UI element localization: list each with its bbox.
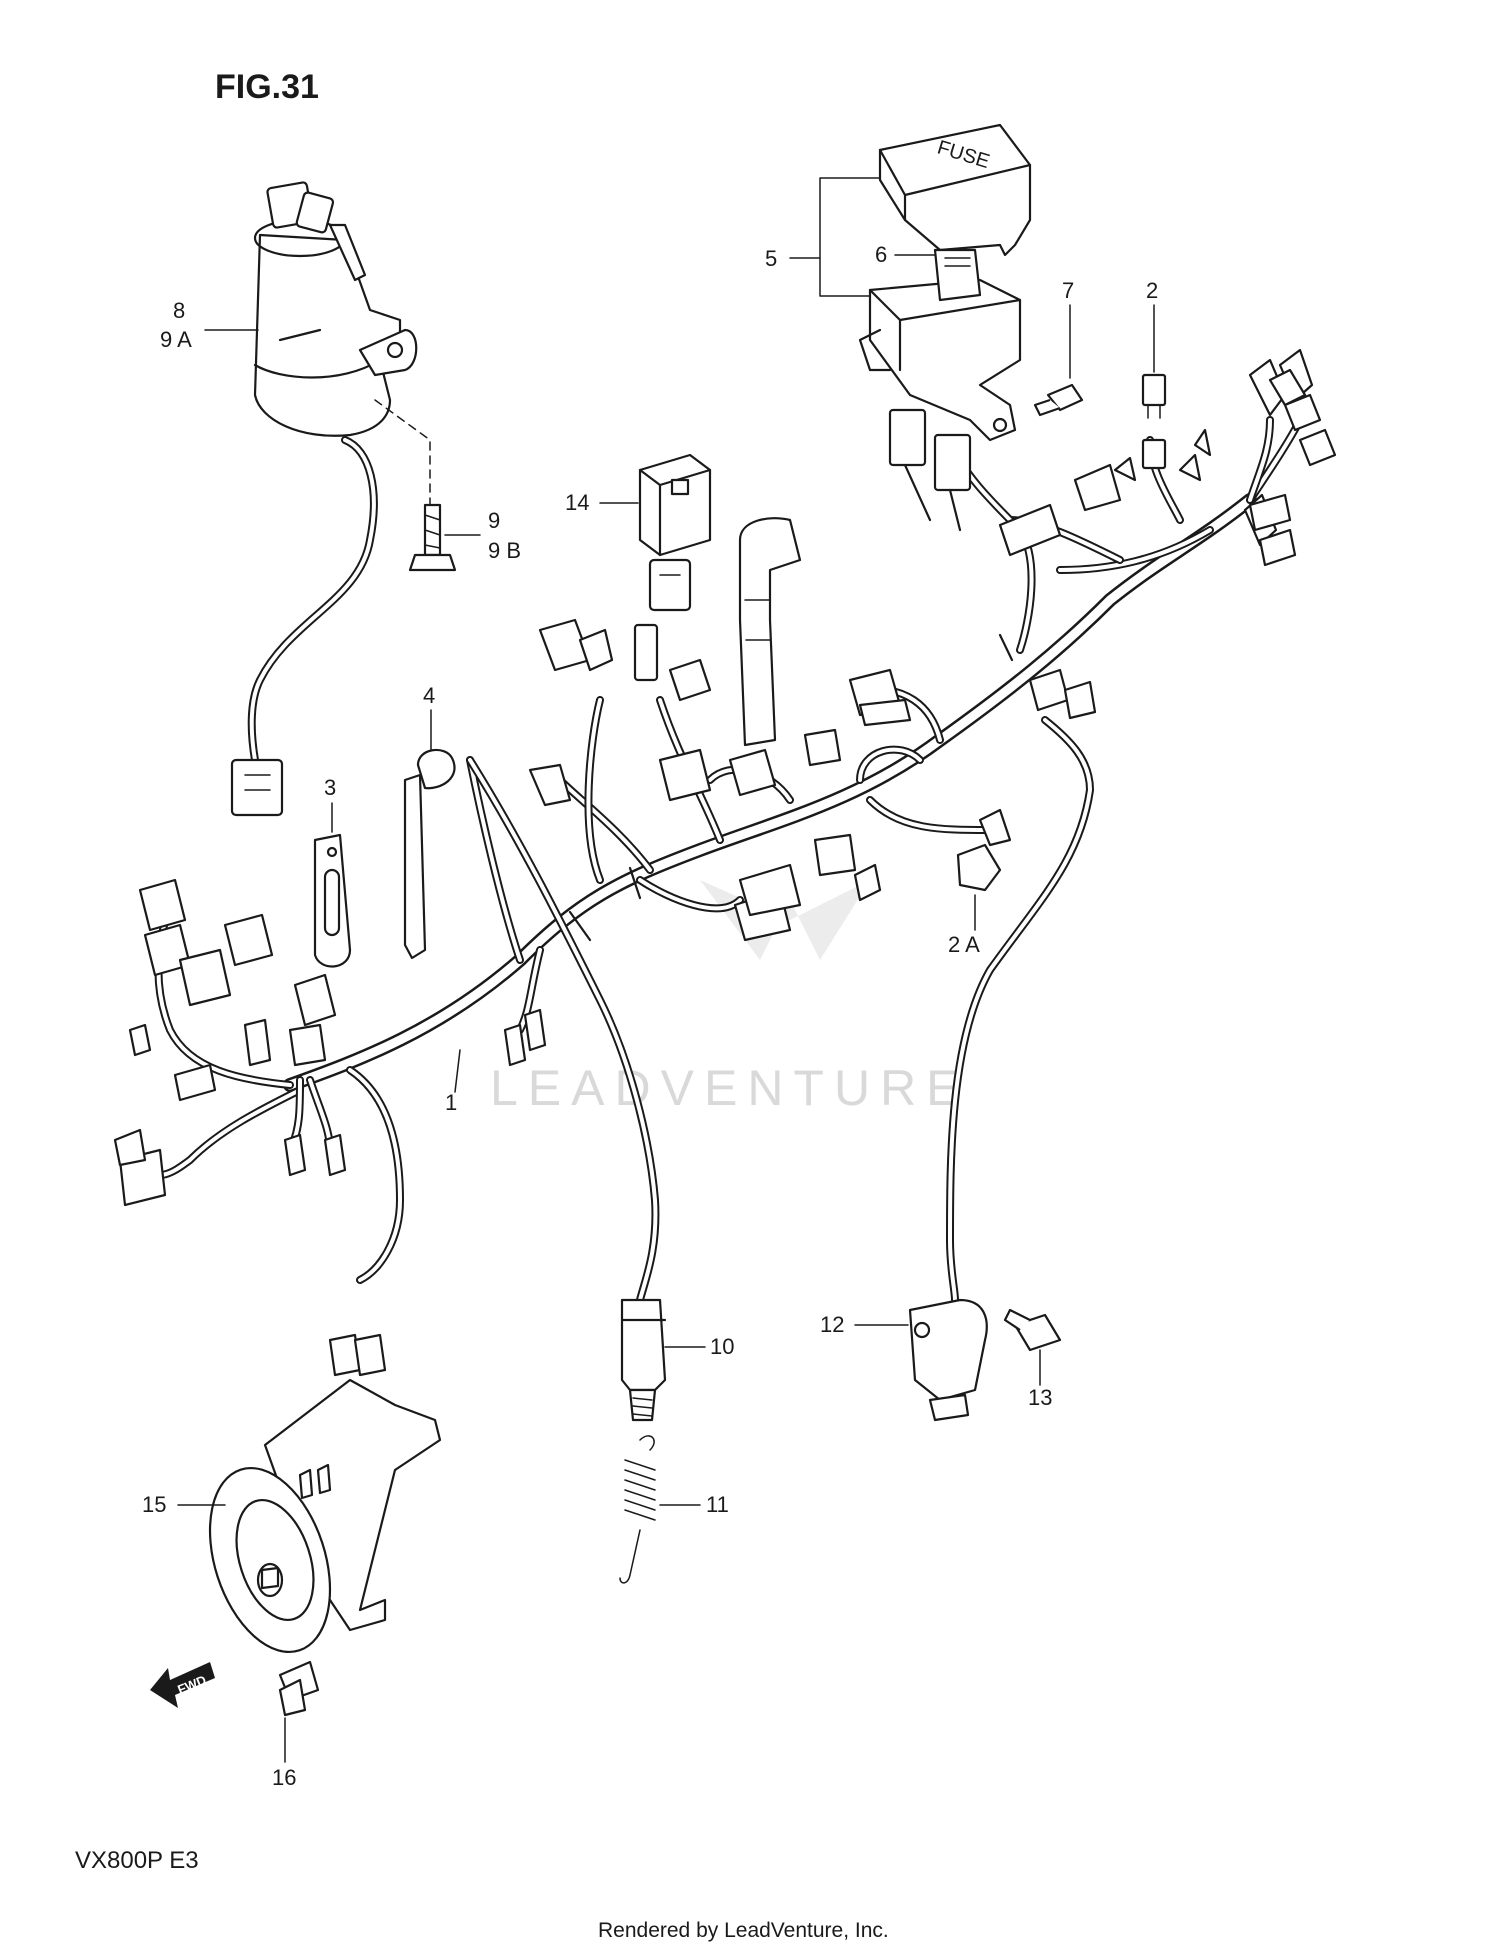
watermark-text: LEADVENTURE [490,1060,970,1116]
horn-15[interactable] [188,1378,442,1667]
callout-8: 8 [173,298,185,323]
ignition-switch[interactable] [253,181,418,437]
callout-3: 3 [324,775,336,800]
clamp-3[interactable] [313,833,352,968]
callout-15: 15 [142,1492,166,1517]
plug-connectors-right [1248,368,1337,567]
bolt-9[interactable] [374,399,457,572]
model-label: VX800P E3 [75,1847,199,1874]
brake-switch-cable [946,668,1097,1304]
connectors-middle [528,618,1012,942]
callout-7: 7 [1062,278,1074,303]
screw-13[interactable] [1003,1308,1062,1352]
fuse-box-base[interactable] [858,278,1022,442]
figure-title: FIG.31 [215,68,319,106]
callout-4: 4 [423,683,435,708]
neutral-switch-cable [466,756,660,1304]
footer-credit: Rendered by LeadVenture, Inc. [598,1919,889,1942]
callout-10: 10 [710,1334,734,1359]
callout-14: 14 [565,490,589,515]
callout-2: 2 [1146,278,1158,303]
callout-13: 13 [1028,1385,1052,1410]
switch-10[interactable] [620,1298,667,1422]
callout-1: 1 [445,1090,457,1115]
screw-7[interactable] [1033,383,1084,417]
band-4[interactable] [403,748,456,960]
callout-16: 16 [272,1765,296,1790]
callout-6: 6 [875,242,887,267]
callout-9: 9 [488,508,500,533]
spring-11[interactable] [619,1435,656,1584]
callout-9a: 9 A [160,327,192,352]
ignition-switch-lead [230,436,378,817]
callout-9b: 9 B [488,538,521,563]
connectors-left [113,878,547,1377]
callout-12: 12 [820,1312,844,1337]
angled-boot [738,517,802,747]
bolt-16[interactable] [278,1660,320,1717]
callout-2a: 2 A [948,932,980,957]
fuse-box-cover[interactable]: FUSE [878,123,1032,257]
callout-5: 5 [765,246,777,271]
forward-arrow-icon: FWD [150,1662,215,1708]
fuse[interactable] [933,248,982,302]
part-2a[interactable] [956,843,1002,892]
relay-14[interactable] [638,453,712,612]
fuse-2[interactable] [1141,373,1167,470]
brake-switch-12[interactable] [908,1298,988,1422]
fuse-box-connectors [888,408,972,532]
callout-11: 11 [706,1492,729,1517]
